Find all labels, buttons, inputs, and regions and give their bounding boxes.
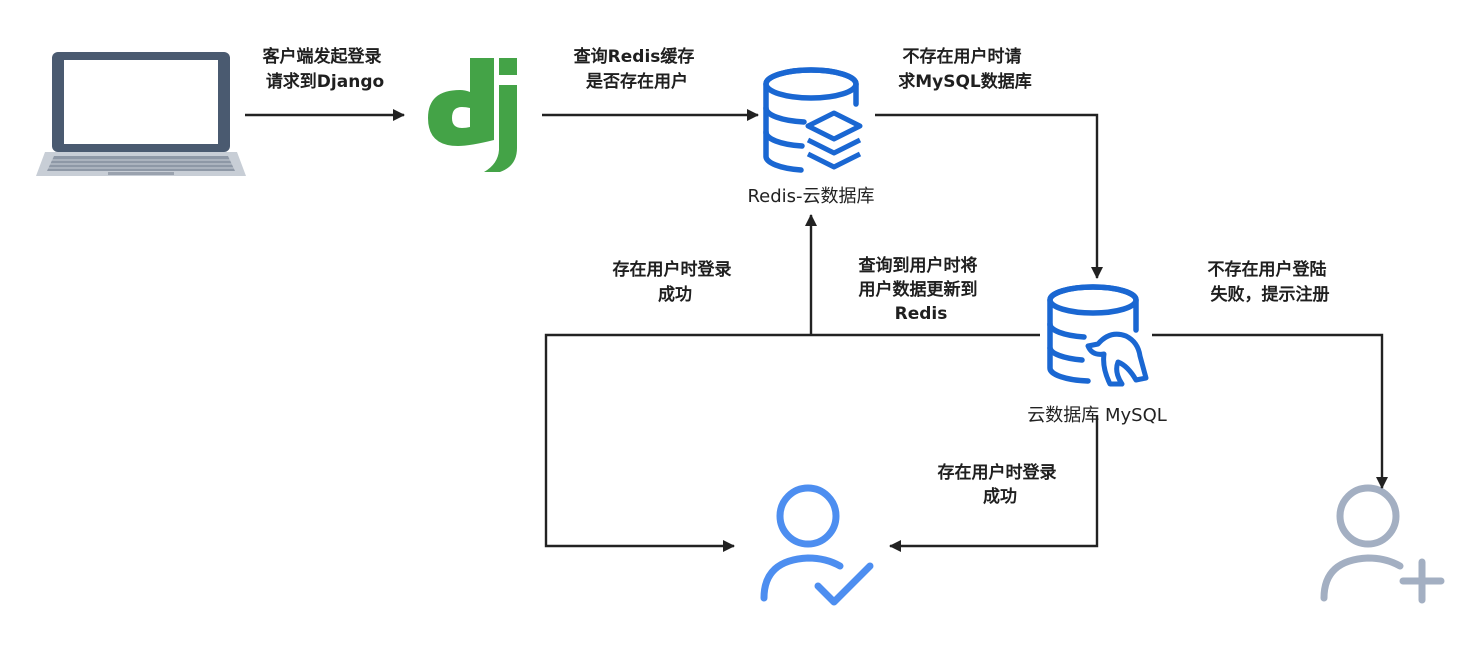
label-mysql-success: 存在用户时登录 成功 (938, 462, 1063, 507)
user-add-icon (1320, 484, 1445, 604)
redis-database-icon (763, 67, 863, 173)
redis-caption: Redis-云数据库 (747, 186, 874, 207)
user-check-icon (760, 484, 874, 606)
label-redis-to-mysql: 不存在用户时请 求MySQL数据库 (898, 46, 1032, 92)
django-logo-icon (428, 58, 517, 172)
mysql-database-icon (1047, 284, 1149, 387)
edge-mysql-fail (1152, 333, 1388, 489)
label-redis-success: 存在用户时登录 成功 (613, 259, 738, 305)
label-django-to-redis: 查询Redis缓存 是否存在用户 (573, 46, 701, 92)
edge-redis-success (544, 333, 1040, 552)
laptop-icon (36, 52, 246, 176)
edge-mysql-success (889, 415, 1099, 552)
edge-redis-to-mysql (875, 113, 1103, 279)
label-mysql-fail: 不存在用户登陆 失败，提示注册 (1208, 259, 1333, 305)
label-mysql-to-redis: 查询到用户时将 用户数据更新到 Redis (858, 255, 984, 324)
label-client-to-django: 客户端发起登录 请求到Django (262, 46, 388, 92)
